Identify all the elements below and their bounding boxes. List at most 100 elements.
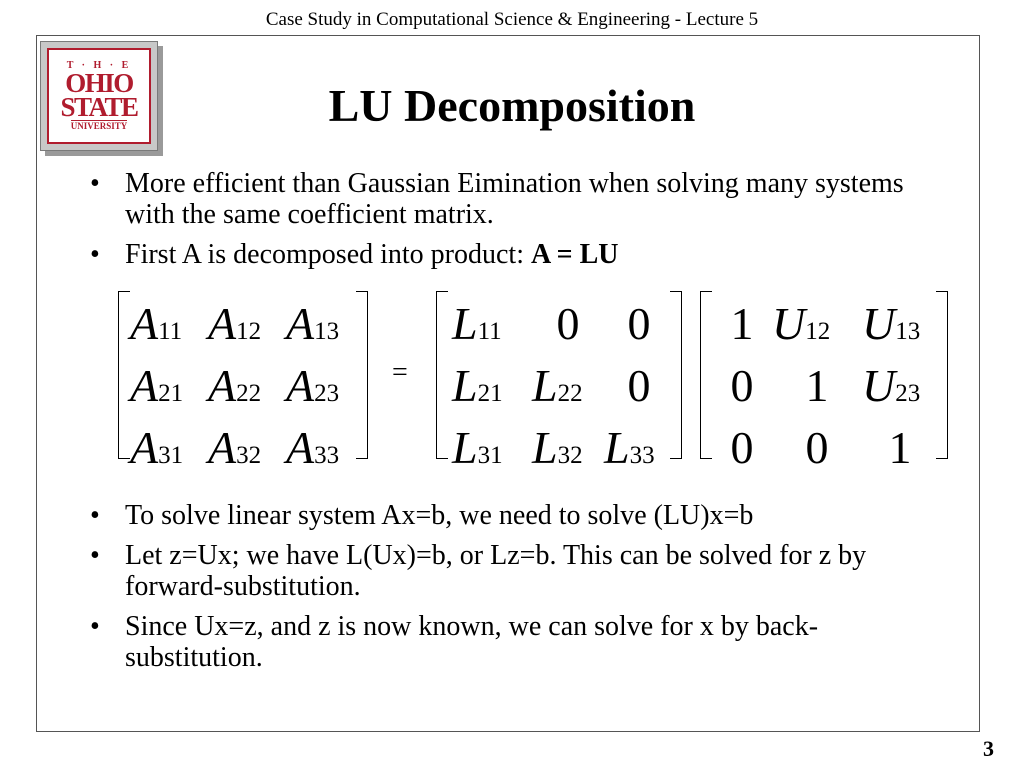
bullet-bold-text: A = LU [531,239,619,270]
entry-subscript: 33 [629,442,655,469]
equals-sign: = [392,357,408,388]
page-number: 3 [983,736,994,761]
entry-subscript: 11 [158,318,183,345]
bullet-item: • More efficient than Gaussian Eiminatio… [90,168,950,230]
bullet-text: Since Ux=z, and z is now known, we can s… [125,611,819,673]
entry-subscript: 12 [805,318,831,345]
entry-subscript: 11 [477,318,502,345]
matrix-entry: A31 [130,421,208,483]
logo-line-state: STATE [60,92,139,122]
matrix-u-left-bracket [700,291,712,459]
entry-symbol: L [452,298,478,349]
matrix-entry: A11 [130,297,208,359]
matrix-entry: L33 [604,421,674,483]
entry-symbol: L [452,360,478,411]
entry-symbol: A [208,422,237,473]
matrix-entry: U13 [862,297,938,359]
slide-title: LU Decomposition [328,80,696,131]
matrix-entry: U23 [862,359,938,421]
entry-symbol: A [286,298,315,349]
entry-symbol: U [862,360,896,411]
entry-symbol: U [772,298,806,349]
bullet-glyph: • [90,611,100,642]
entry-symbol: A [208,360,237,411]
slide-header: Case Study in Computational Science & En… [265,9,759,30]
logo-line-the: T · H · E [66,60,132,71]
matrix-entry: L11 [452,297,532,359]
entry-symbol: 1 [805,360,829,411]
entry-subscript: 31 [158,442,184,469]
matrix-entry: L21 [452,359,532,421]
entry-symbol: 0 [627,360,651,411]
bullet-text: First A is decomposed into product: [125,239,531,270]
entry-symbol: 0 [730,360,754,411]
entry-symbol: 0 [805,422,829,473]
matrix-l-left-bracket [436,291,448,459]
entry-subscript: 23 [314,380,340,407]
logo-line-university: UNIVERSITY [70,120,128,131]
entry-symbol: L [452,422,478,473]
bullet-glyph: • [90,168,100,199]
matrix-entry: A12 [208,297,286,359]
entry-subscript: 31 [477,442,503,469]
entry-symbol: L [532,422,558,473]
university-logo: T · H · E OHIO STATE UNIVERSITY [40,41,158,151]
entry-symbol: A [286,360,315,411]
matrix-entry: 0 [604,297,674,351]
matrix-entry: 0 [712,421,772,475]
entry-symbol: U [862,298,896,349]
matrix-entry: 0 [772,421,862,475]
entry-symbol: A [130,298,159,349]
entry-symbol: A [130,422,159,473]
entry-symbol: A [286,422,315,473]
matrix-entry: A21 [130,359,208,421]
logo-seal: T · H · E OHIO STATE UNIVERSITY [47,48,151,144]
entry-subscript: 21 [158,380,184,407]
slide-frame [36,35,980,732]
bullet-glyph: • [90,540,100,571]
entry-subscript: 32 [236,442,262,469]
bullet-text: More efficient than Gaussian Eimination … [125,168,904,230]
bullet-text: To solve linear system Ax=b, we need to … [125,500,754,531]
entry-subscript: 13 [314,318,340,345]
matrix-entry: L22 [532,359,604,421]
matrix-entry: L31 [452,421,532,483]
matrix-entry: A13 [286,297,364,359]
matrix-entry: 1 [862,421,938,475]
entry-subscript: 22 [557,380,583,407]
matrix-a-right-bracket [356,291,368,459]
entry-symbol: A [130,360,159,411]
entry-subscript: 12 [236,318,262,345]
entry-subscript: 13 [895,318,921,345]
matrix-u-right-bracket [936,291,948,459]
entry-symbol: 1 [888,422,912,473]
entry-symbol: 1 [730,298,754,349]
entry-symbol: 0 [730,422,754,473]
matrix-entry: 0 [604,359,674,413]
matrix-l-right-bracket [670,291,682,459]
matrix-entry: U12 [772,297,862,359]
bullet-item: • Let z=Ux; we have L(Ux)=b, or Lz=b. Th… [90,540,950,602]
bullet-list-top: • More efficient than Gaussian Eiminatio… [90,168,950,279]
entry-subscript: 22 [236,380,262,407]
entry-symbol: L [604,422,630,473]
bullet-glyph: • [90,500,100,531]
matrix-entry: L32 [532,421,604,483]
bullet-text: Let z=Ux; we have L(Ux)=b, or Lz=b. This… [125,540,867,602]
bullet-glyph: • [90,239,100,270]
matrix-entry: 1 [712,297,772,351]
entry-symbol: A [208,298,237,349]
bullet-list-bottom: • To solve linear system Ax=b, we need t… [90,500,950,682]
